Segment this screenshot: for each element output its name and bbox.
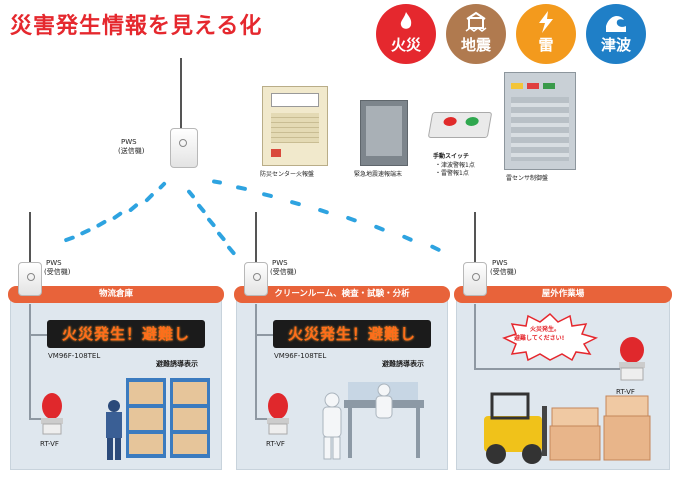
receiver-role: (受信機) [270,268,297,276]
wire [474,368,620,370]
manual-switch [427,112,493,138]
sign-model: VM96F-108TEL [48,352,101,360]
light-label: RT-VF [40,440,59,448]
wire [29,304,31,420]
fire-alarm-panel [262,86,328,166]
receiver-device [18,262,42,296]
transmitter-name: PWS [121,138,137,146]
receiver-device [463,262,487,296]
receiver-role: (受信機) [490,268,517,276]
receiver-name: PWS [46,259,62,267]
bubble-line2: 避難してください! [514,335,565,342]
lightning-switch-label: ・雷警報1点 [435,170,469,177]
earthquake-terminal-label: 緊急地震速報端末 [354,171,403,178]
guide-label: 避難誘導表示 [382,360,424,368]
wire [474,304,476,370]
rotating-light-icon [41,393,63,435]
wire [255,418,267,420]
lightning-sensor-panel [504,72,576,170]
fire-alarm-panel-label: 防災センター火報盤 [260,171,315,178]
panel-warehouse-title: 物流倉庫 [8,286,224,303]
bubble-line1: 火災発生。 [530,326,561,333]
hazard-fire: 火災 [376,4,436,64]
panel-cleanroom-title: クリーンルーム、検査・試験・分析 [234,286,450,303]
receiver-name: PWS [492,259,508,267]
wave-marks [64,179,441,256]
manual-switch-label: 手動スイッチ [433,153,470,160]
light-label: RT-VF [616,388,635,396]
receiver-device [244,262,268,296]
lightning-icon [539,11,553,33]
hazard-label: 雷 [538,36,554,54]
wave-icon [606,16,626,32]
hazard-label: 火災 [390,36,421,54]
lightning-sensor-panel-label: 雷センサ制御盤 [506,175,549,182]
rotating-light-icon [619,337,645,381]
page-title: 災害発生情報を見える化 [10,14,263,39]
receiver-antenna [474,212,476,264]
wire [255,304,257,420]
wire [29,334,47,336]
sign-model: VM96F-108TEL [274,352,327,360]
green-button [464,117,480,126]
hazard-label: 地震 [460,36,491,54]
flame-icon [400,12,412,29]
wire [29,418,41,420]
transmitter-device [170,128,198,168]
hazard-tsunami: 津波 [586,4,646,64]
hazard-lightning: 雷 [516,4,576,64]
hazard-earthquake: 地震 [446,4,506,64]
tsunami-switch-label: ・津波警報1点 [435,162,475,169]
receiver-antenna [255,212,257,264]
guide-label: 避難誘導表示 [156,360,198,368]
receiver-antenna [29,212,31,264]
rotating-light-icon [267,393,289,435]
receiver-name: PWS [272,259,288,267]
speech-bubble [502,312,599,362]
outdoor-illustration [484,392,651,464]
light-label: RT-VF [266,440,285,448]
led-sign: 火災発生！避難し [47,320,205,348]
transmitter-antenna [180,58,182,158]
earthquake-terminal [360,100,408,166]
red-button [442,117,458,126]
wire [255,334,273,336]
warehouse-illustration [106,378,210,460]
hazard-label: 津波 [600,36,631,54]
earthquake-icon [465,11,487,32]
cleanroom-illustration [322,382,424,460]
receiver-role: (受信機) [44,268,71,276]
transmitter-role: (送信機) [118,147,145,155]
led-sign: 火災発生！避難し [273,320,431,348]
panel-outdoor-title: 屋外作業場 [454,286,672,303]
